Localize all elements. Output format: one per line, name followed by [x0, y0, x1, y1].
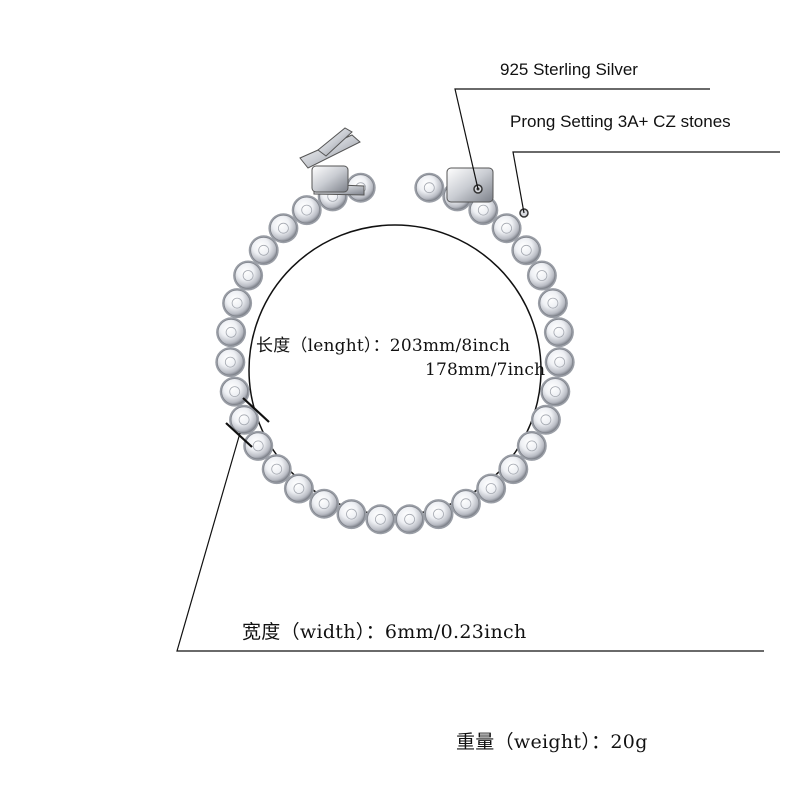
- cz-stone: [338, 500, 365, 528]
- cz-stone: [230, 406, 258, 434]
- stone-facet: [547, 297, 559, 309]
- stone-facet: [423, 182, 435, 194]
- cz-stone: [366, 505, 394, 533]
- cz-stone: [244, 432, 272, 460]
- stone-facet: [238, 414, 250, 426]
- stone-facet: [485, 483, 497, 494]
- weight-label: 重量（weight）：20g: [456, 731, 648, 753]
- stone-facet: [540, 414, 552, 426]
- stone-facet: [277, 222, 289, 234]
- stone-facet: [293, 483, 305, 494]
- cz-stone: [477, 475, 505, 502]
- stone-facet: [433, 508, 444, 520]
- cz-stone: [425, 500, 452, 528]
- cz-stone: [545, 318, 573, 346]
- stone-facet: [252, 440, 264, 452]
- length-label-secondary: 178mm/7inch: [425, 360, 546, 380]
- inner-diameter-outline: [248, 224, 542, 516]
- stone-facet: [554, 356, 566, 368]
- stone-facet: [242, 270, 254, 281]
- stone-facet: [229, 386, 241, 398]
- cz-stone: [493, 214, 521, 242]
- cz-stone: [546, 348, 574, 376]
- cz-stone: [223, 289, 251, 317]
- cz-stone: [415, 174, 443, 202]
- clasp-tongue: [299, 127, 365, 196]
- stone-facet: [404, 513, 416, 525]
- cz-stone: [250, 236, 278, 264]
- stone-facet: [318, 498, 330, 510]
- leader-line-setting: [512, 151, 780, 214]
- leader-line-width: [176, 432, 764, 652]
- stone-facet: [520, 244, 532, 256]
- stone-facet: [526, 440, 538, 452]
- clasp-box: [446, 167, 494, 203]
- stone-facet: [460, 498, 472, 510]
- cz-stone: [528, 262, 556, 289]
- stone-facet: [553, 326, 565, 338]
- cz-stone: [512, 236, 540, 264]
- cz-stone: [221, 378, 249, 406]
- cz-stone: [396, 505, 424, 533]
- stone-chain: [215, 172, 575, 535]
- cz-stone: [310, 490, 338, 518]
- stone-facet: [225, 326, 237, 338]
- stone-facet: [231, 297, 243, 309]
- setting-label: Prong Setting 3A+ CZ stones: [510, 112, 731, 131]
- stone-facet: [346, 508, 357, 520]
- cz-stone: [285, 475, 313, 502]
- stone-facet: [477, 204, 489, 216]
- cz-stone: [263, 455, 291, 483]
- material-label: 925 Sterling Silver: [500, 60, 638, 79]
- cz-stone: [539, 289, 567, 317]
- cz-stone: [541, 378, 569, 406]
- cz-stone: [293, 196, 321, 224]
- cz-stone: [234, 262, 262, 289]
- stone-facet: [549, 386, 561, 398]
- leader-line-material: [454, 88, 710, 190]
- stone-facet: [501, 222, 513, 234]
- stone-facet: [507, 463, 519, 475]
- length-label-primary: 长度（lenght）：203mm/8inch: [256, 336, 511, 356]
- cz-stone: [452, 490, 480, 518]
- width-tick-b: [242, 397, 270, 423]
- stone-facet: [374, 513, 386, 525]
- stone-facet: [258, 244, 270, 256]
- cz-stone: [499, 455, 527, 483]
- cz-stone: [532, 406, 560, 434]
- stone-facet: [271, 463, 283, 475]
- stone-facet: [536, 270, 548, 281]
- stone-facet: [301, 204, 313, 216]
- cz-stone: [269, 214, 297, 242]
- cz-stone: [217, 318, 245, 346]
- stone-facet: [224, 356, 236, 368]
- cz-stone: [216, 348, 244, 376]
- width-label: 宽度（width）：6mm/0.23inch: [242, 621, 527, 643]
- cz-stone: [518, 432, 546, 460]
